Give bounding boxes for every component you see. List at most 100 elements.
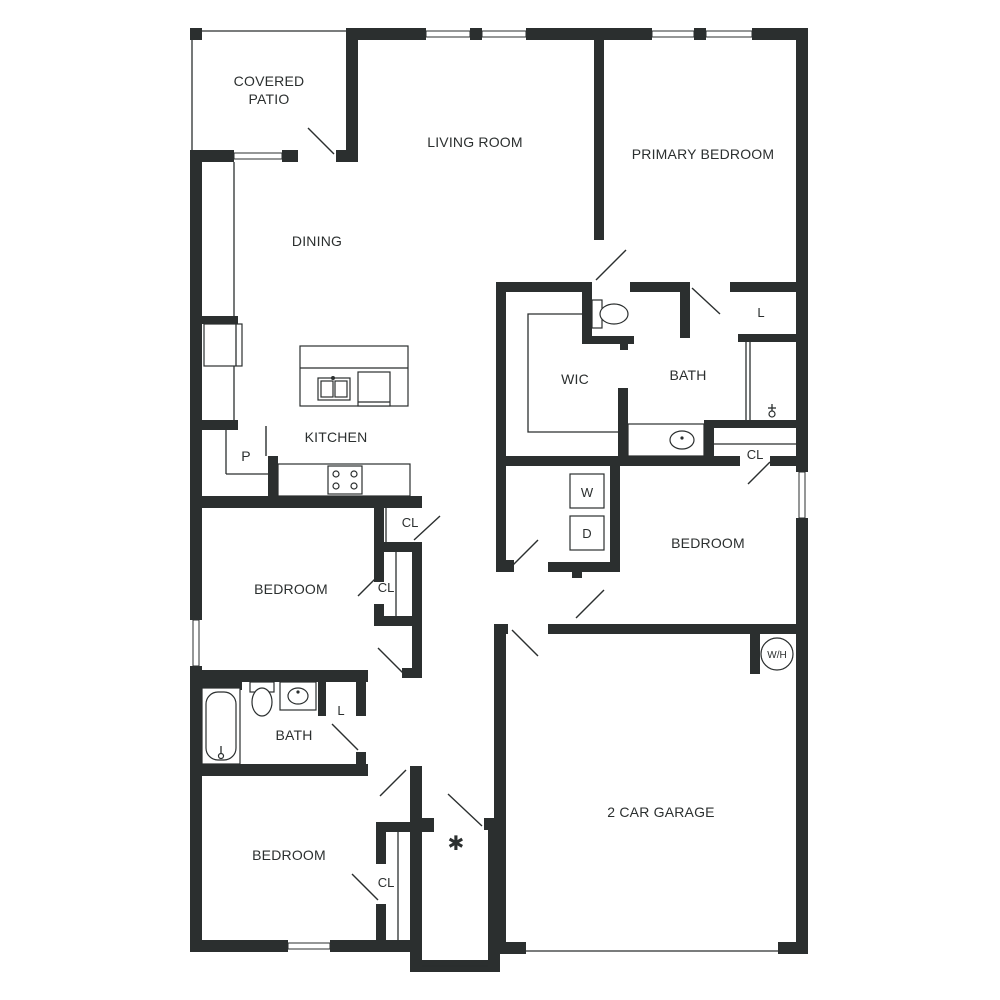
windows [192,30,806,950]
wall-closet-p-north [704,420,808,428]
wall-south-west [190,940,288,952]
wall-north-pier-2 [694,28,706,40]
wall-primary-west [594,28,604,240]
bathtub [201,687,241,765]
wall-closet-p-south-b [770,456,808,466]
wall-fridge-north [202,316,238,324]
label-hall-bath: BATH [275,727,312,743]
wall-linen-p-south [738,334,808,342]
wall-closet-p-south [706,456,740,466]
wall-laundry-south [548,562,620,572]
wall-pantry-north [190,420,238,430]
wic-shelf [527,313,618,433]
door-closet-south [351,873,379,901]
wall-laundry-post [572,562,582,578]
label-primary-closet: CL [747,447,764,462]
dryer [569,515,605,551]
label-primary-linen: L [757,305,764,320]
wall-linen-east [356,670,366,716]
label-washer: W [581,485,594,500]
kitchen-range [327,465,363,495]
wall-wc-east [680,282,690,338]
window-north-4 [705,30,753,38]
door-laundry [511,539,539,567]
label-closet-hall: CL [402,515,419,530]
label-primary-bath: BATH [669,367,706,383]
door-patio [307,127,335,155]
door-primary-closet [747,461,771,485]
wall-closet-p-west [704,420,714,466]
door-primary-bath [691,287,721,315]
wall-living-west-stub [336,150,358,162]
label-covered-patio-1: COVERED [234,73,305,89]
wall-suite-west [496,282,506,572]
label-bedroom-west: BEDROOM [254,581,328,597]
window-dining-north [233,152,283,160]
fixtures [201,299,794,765]
window-north-1 [425,30,471,38]
door-west-bedroom [377,647,405,675]
wall-bath-north [190,670,368,682]
entry-marker-icon: ✱ [448,833,465,855]
wall-closet-south-west-2 [376,904,386,952]
wall-east-lower [796,518,808,954]
wall-patio-north-corner [190,28,202,40]
wall-bedroom-west-north [190,496,422,508]
walls [190,28,808,972]
wall-suite-north-c [730,282,808,292]
door-closet-a [413,515,441,541]
wall-laundry-west-south [496,560,514,572]
kitchen-island [299,345,409,407]
door-hall-bath [331,723,359,751]
wall-suite-north-b [630,282,690,292]
wall-wc-post [620,336,628,350]
wall-garage-north-post [494,624,508,634]
label-covered-patio-2: PATIO [249,91,290,107]
window-north-3 [651,30,695,38]
wall-living-west [346,28,358,162]
wall-hall-west [412,542,422,678]
doors [265,127,771,901]
wall-closet-south-west [376,822,386,864]
wall-suite-south [496,456,710,466]
label-bedroom-east: BEDROOM [671,535,745,551]
wall-west-mid [190,150,202,620]
wall-closet-b-west-2 [374,604,384,626]
wall-closet-b-west [374,542,384,582]
wall-entry-east-post [488,818,500,972]
wall-closet-south-north [376,822,434,832]
hall-toilet [249,681,275,717]
wall-wc-west [582,282,592,344]
window-east-bedroom [798,471,806,519]
window-north-2 [481,30,527,38]
wall-entry-west-post [410,818,422,972]
wall-hall-stub [402,668,422,678]
label-primary-bedroom: PRIMARY BEDROOM [632,146,775,162]
dishwasher [357,371,391,407]
label-dining: DINING [292,233,342,249]
wall-west-lower [190,666,202,952]
hall-sink [279,681,317,711]
window-west-bedroom [192,619,200,667]
primary-sink [669,430,695,450]
wall-garage-south-east [778,942,808,954]
wall-north-west [346,28,426,40]
kitchen-sink [317,376,351,401]
wall-pantry-east [268,456,278,496]
water-heater [760,637,794,671]
label-closet-west-bedroom: CL [378,580,395,595]
door-entry [447,793,483,827]
wall-bath-tub-north [202,682,242,690]
label-kitchen: KITCHEN [305,429,368,445]
wall-north-center [526,28,652,40]
wall-closet-a-west [374,496,384,552]
window-south-bedroom [287,942,331,950]
door-south-bedroom [379,769,407,797]
wall-bath-south [190,764,368,776]
label-wic: WIC [561,371,589,387]
wall-wh-west [750,624,760,674]
wall-laundry-east [610,456,620,572]
door-garage [511,629,539,657]
wall-linen-west [318,670,326,716]
